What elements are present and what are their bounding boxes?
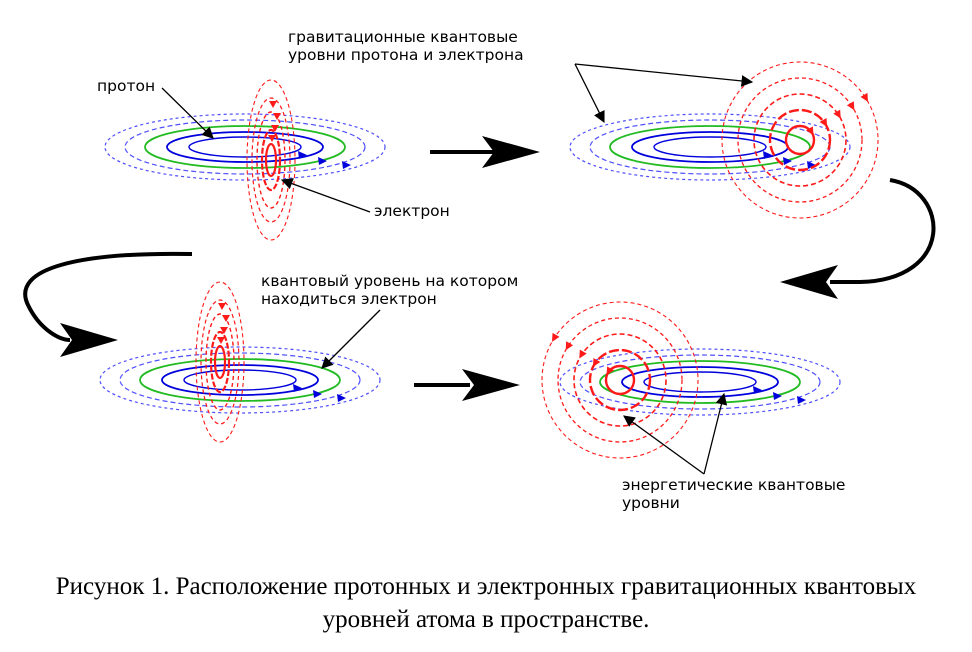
electron-level-label-line2: находиться электрон <box>261 290 437 308</box>
proton-level-ring <box>119 352 361 408</box>
proton-level-ring <box>653 136 767 158</box>
proton-level-ring <box>559 348 841 416</box>
electron-pointer <box>280 178 371 213</box>
proton-level-ring <box>609 125 811 169</box>
electron-level-ring <box>205 313 235 411</box>
proton-level-ring <box>621 366 779 398</box>
electron-direction-arrowhead <box>271 125 279 132</box>
atom-levels-diagram: протон электрон гравитационные квантовые… <box>23 28 936 512</box>
electron-level-ring <box>721 61 879 219</box>
electron-direction-arrowhead <box>552 332 560 342</box>
electron-level-ring <box>213 344 227 380</box>
electron-direction-arrowhead <box>218 303 226 310</box>
proton-level-ring <box>99 346 381 414</box>
electron-direction-arrowhead <box>220 327 228 334</box>
electron-direction-arrowhead <box>579 349 587 359</box>
electron-level-ring <box>753 93 847 187</box>
proton-level-ring <box>161 364 319 396</box>
electron-level-ring <box>200 299 240 425</box>
proton-direction-arrowhead <box>318 157 327 165</box>
proton-direction-arrowhead <box>773 392 782 400</box>
proton-direction-arrowhead <box>763 151 772 159</box>
electron-direction-arrowhead <box>565 341 574 351</box>
transition-arrow-3 <box>23 251 193 357</box>
proton-level-ring <box>144 125 346 169</box>
electron-level-pointer <box>321 309 381 369</box>
panel-top-right <box>569 61 879 219</box>
proton-level-ring <box>599 360 801 404</box>
panel-bottom-left <box>99 281 381 443</box>
electron-level-ring <box>256 111 286 209</box>
proton-direction-arrowhead <box>783 157 792 165</box>
proton-direction-arrowhead <box>753 386 762 394</box>
electron-level-ring <box>195 281 245 443</box>
transition-arrow-1 <box>430 136 540 168</box>
transition-arrow-4 <box>414 369 520 401</box>
electron-label: электрон <box>374 202 450 220</box>
proton-level-ring <box>643 371 757 393</box>
electron-level-ring <box>260 128 282 192</box>
grav-levels-label-line1: гравитационные квантовые <box>288 28 518 46</box>
electron-level-ring <box>768 108 832 172</box>
proton-direction-arrowhead <box>807 161 816 169</box>
transition-arrow-2 <box>780 178 936 299</box>
electron-direction-arrowhead <box>222 315 230 322</box>
electron-level-label-line1: квантовый уровень на котором <box>261 272 518 290</box>
proton-direction-arrowhead <box>298 151 307 159</box>
energy-levels-label-line1: энергетические квантовые <box>622 476 845 494</box>
electron-level-ring <box>784 124 816 156</box>
panel-top-left <box>104 79 386 241</box>
electron-level-ring <box>246 79 296 241</box>
proton-level-ring <box>188 136 302 158</box>
electron-direction-arrowhead <box>819 117 828 127</box>
electron-direction-arrowhead <box>846 101 855 111</box>
grav-pointer-proton <box>574 63 605 124</box>
electron-direction-arrowhead <box>217 337 225 344</box>
proton-level-ring <box>104 113 386 181</box>
energy-pointer-left <box>623 415 705 475</box>
electron-level-ring <box>557 317 683 443</box>
proton-level-ring <box>124 119 366 175</box>
proton-direction-arrowhead <box>293 384 302 392</box>
electron-level-ring <box>573 333 667 427</box>
proton-label: протон <box>97 77 155 95</box>
caption-line-2: уровней атома в пространстве. <box>322 606 650 633</box>
proton-direction-arrowhead <box>313 390 322 398</box>
electron-level-ring <box>251 97 291 223</box>
electron-direction-arrowhead <box>833 109 841 119</box>
electron-direction-arrowhead <box>606 366 615 376</box>
proton-direction-arrowhead <box>342 161 351 169</box>
panel-bottom-right <box>541 301 841 459</box>
electron-level-ring <box>209 330 231 394</box>
electron-level-ring <box>588 348 652 412</box>
electron-level-ring <box>737 77 863 203</box>
electron-direction-arrowhead <box>269 101 277 108</box>
proton-level-ring <box>183 369 297 391</box>
grav-levels-label-line2: уровни протона и электрона <box>288 46 524 64</box>
figure-caption: Рисунок 1. Расположение протонных и элек… <box>0 570 972 636</box>
electron-direction-arrowhead <box>268 135 276 142</box>
proton-level-ring <box>579 354 821 410</box>
proton-direction-arrowhead <box>797 396 806 404</box>
energy-levels-label-line2: уровни <box>622 494 680 512</box>
electron-level-ring <box>541 301 699 459</box>
proton-level-ring <box>166 131 324 163</box>
caption-line-1: Рисунок 1. Расположение протонных и элек… <box>55 573 917 600</box>
proton-level-ring <box>139 358 341 402</box>
electron-direction-arrowhead <box>805 126 814 136</box>
grav-pointer-electron <box>574 63 754 87</box>
proton-level-ring <box>569 113 851 181</box>
electron-direction-arrowhead <box>860 92 868 102</box>
electron-direction-arrowhead <box>273 113 281 120</box>
proton-direction-arrowhead <box>337 394 346 402</box>
electron-direction-arrowhead <box>592 357 601 367</box>
proton-pointer <box>161 87 214 139</box>
electron-level-ring <box>604 364 636 396</box>
electron-level-ring <box>264 142 278 178</box>
energy-pointer-right <box>703 392 728 475</box>
